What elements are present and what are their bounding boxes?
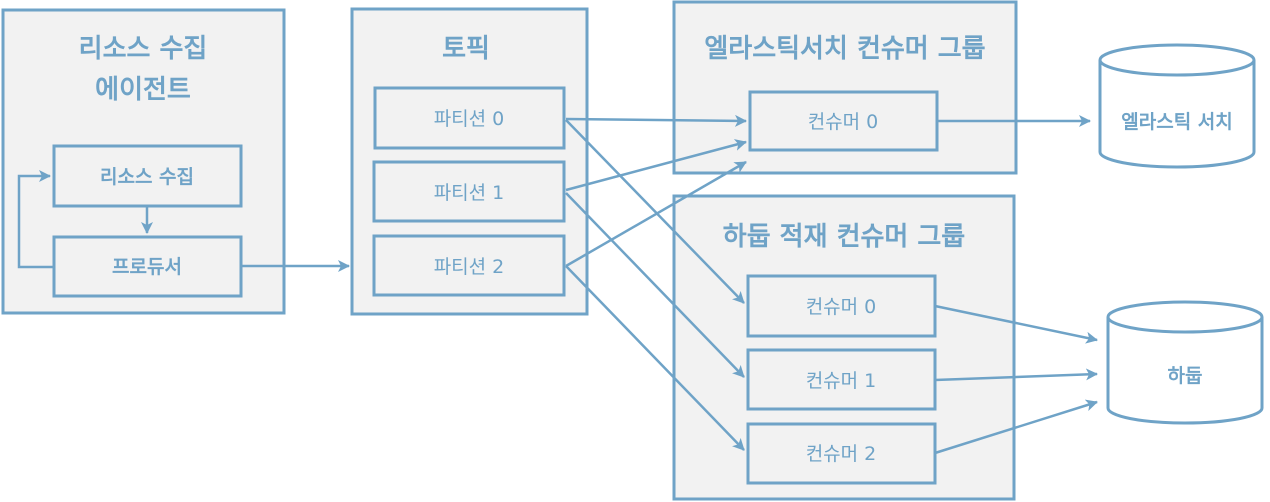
consumer-label: 컨슈머 0 [806,296,877,318]
hc2-to-hadoop-arrow [934,399,1098,455]
hadoop-consumer-group: 하둡 적재 컨슈머 그룹 컨슈머 0 컨슈머 1 컨슈머 2 [672,194,1016,501]
partition-label: 파티션 1 [434,182,505,204]
p0-to-hadoop-consumer-arrow [565,119,745,304]
consumer-label: 컨슈머 1 [806,370,877,392]
partition-label: 파티션 0 [434,108,505,130]
es-group-title: 엘라스틱서치 컨슈머 그룹 [704,34,985,64]
collector-title-line1: 리소스 수집 [79,34,208,64]
topic-group: 토픽 파티션 0 파티션 1 파티션 2 [350,7,589,316]
elasticsearch-label: 엘라스틱 서치 [1121,111,1233,133]
collector-agent-group: 리소스 수집 에이전트 리소스 수집 프로듀서 [1,8,286,315]
producer-loop-arrow [17,170,54,269]
collect-box-label: 리소스 수집 [100,166,194,188]
p0-to-es-consumer-arrow [565,114,747,127]
hadoop-group-title: 하둡 적재 컨슈머 그룹 [723,222,966,252]
partition-label: 파티션 2 [434,256,505,278]
consumer-label: 컨슈머 2 [806,443,877,465]
hc0-to-hadoop-arrow [934,304,1098,344]
es-consumer-group: 엘라스틱서치 컨슈머 그룹 컨슈머 0 [672,0,1018,175]
hc1-to-hadoop-arrow [934,368,1098,382]
consumer-box [746,274,937,338]
flow-arrows [17,114,1098,455]
partition-box [372,234,566,297]
p2-to-hadoop-consumer-arrow [565,265,745,451]
producer-box [52,235,243,298]
p1-to-hadoop-consumer-arrow [565,192,745,378]
topic-title: 토픽 [442,34,490,64]
consumer-box [746,348,937,411]
consumer-box [746,422,937,485]
consumer-label: 컨슈머 0 [808,111,879,133]
partition-box [372,160,566,223]
producer-box-label: 프로듀서 [112,256,182,278]
partition-box [373,86,566,150]
hadoop-store: 하둡 [1106,300,1264,425]
collect-box [52,144,243,208]
elasticsearch-store: 엘라스틱 서치 [1098,43,1256,169]
collector-title-line2: 에이전트 [95,75,191,105]
hadoop-label: 하둡 [1168,365,1203,387]
p1-to-es-consumer-arrow [565,139,747,192]
